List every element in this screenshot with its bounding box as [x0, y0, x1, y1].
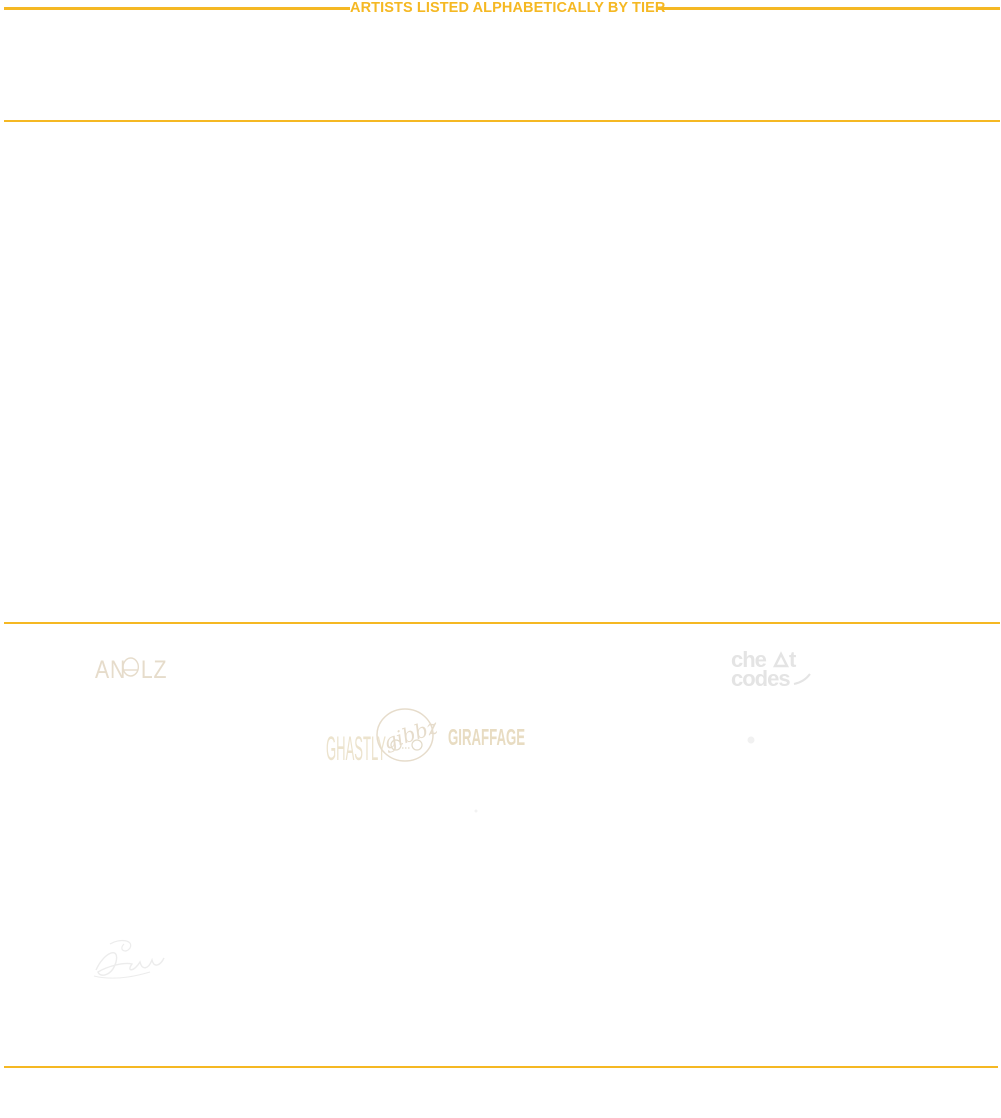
svg-text:LZ: LZ: [141, 655, 167, 683]
svg-text:AN: AN: [95, 655, 126, 683]
svg-text:codes: codes: [731, 666, 790, 688]
svg-text:t: t: [789, 647, 797, 672]
cheat-codes-logo-art: che t codes: [731, 647, 811, 691]
angelz-logo-art: AN LZ: [95, 655, 167, 683]
tier-divider: [4, 622, 1000, 624]
header-rule-left: [4, 7, 350, 10]
svg-text:che: che: [731, 647, 767, 672]
tier-heading: ARTISTS LISTED ALPHABETICALLY BY TIER: [350, 0, 666, 16]
gibbz-logo-art: gibbz: [376, 708, 441, 762]
tier-divider: [4, 120, 1000, 122]
faint-speck-art: [474, 809, 478, 813]
giraffage-logo-icon[interactable]: GIRAFFAGE: [448, 723, 527, 750]
faint-logo-icon: [747, 731, 755, 744]
faint-dot-art: [747, 736, 755, 744]
signature-logo-art: [93, 939, 165, 979]
signature-logo-icon[interactable]: [90, 932, 168, 984]
angelz-logo-icon[interactable]: AN LZ: [95, 650, 167, 684]
gibbz-logo-icon[interactable]: gibbz: [375, 707, 441, 763]
svg-text:GIRAFFAGE: GIRAFFAGE: [448, 725, 525, 749]
cheat-codes-logo-icon[interactable]: che t codes: [730, 646, 812, 691]
header-rule-right: [658, 7, 1000, 10]
svg-text:GHASTLY: GHASTLY: [326, 730, 386, 766]
ghastly-logo-icon[interactable]: GHASTLY: [262, 715, 423, 766]
ghastly-logo-art: GHASTLY: [326, 730, 423, 766]
tier-divider: [4, 1066, 998, 1068]
tier-header: ARTISTS LISTED ALPHABETICALLY BY TIER: [0, 0, 1001, 18]
faint-speck-icon: [474, 800, 478, 813]
giraffage-logo-art: GIRAFFAGE: [448, 725, 525, 750]
